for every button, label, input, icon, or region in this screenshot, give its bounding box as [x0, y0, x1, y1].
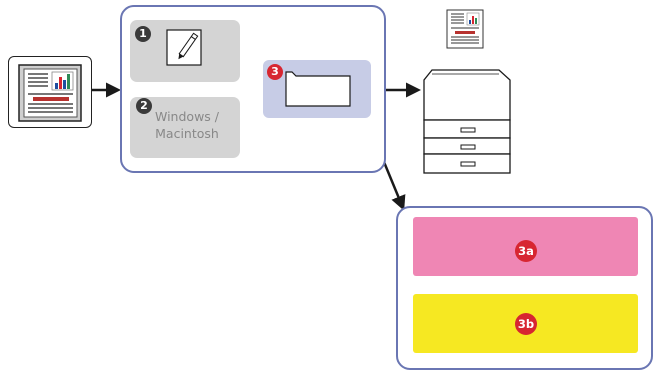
source-document: [8, 56, 92, 128]
step2-badge: 2: [136, 98, 152, 114]
os-label-line1: Windows /: [155, 109, 219, 124]
option-3b-badge: 3b: [515, 313, 537, 335]
os-label-line2: Macintosh: [155, 126, 219, 141]
option-3a-badge: 3a: [515, 240, 537, 262]
os-label: Windows / Macintosh: [133, 108, 241, 142]
step1-badge: 1: [135, 26, 151, 42]
step3-badge: 3: [267, 64, 283, 80]
document-icon: [18, 64, 82, 122]
